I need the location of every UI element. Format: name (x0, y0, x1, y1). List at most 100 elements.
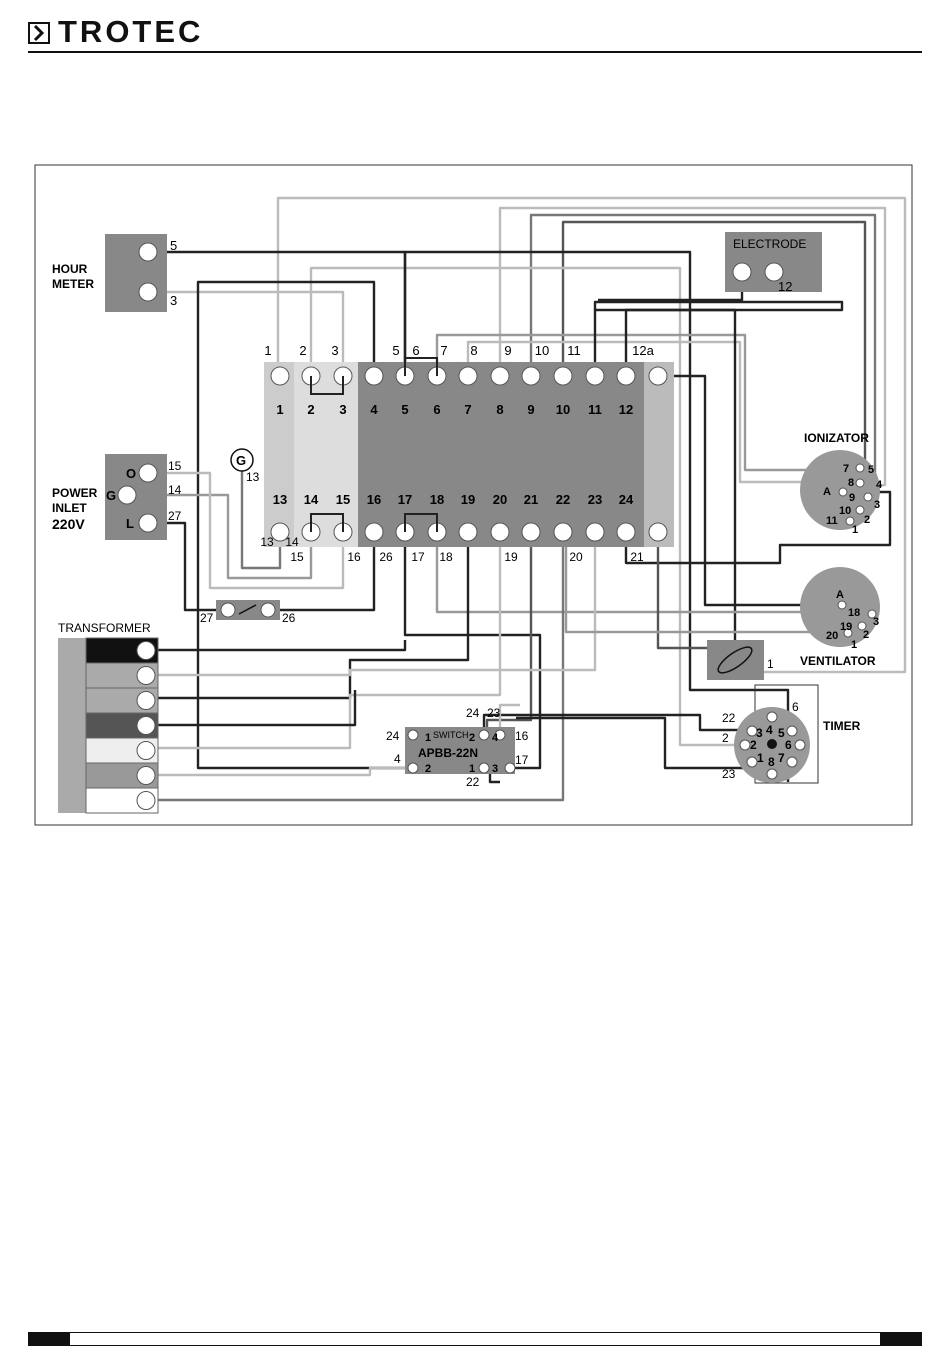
relay-contact-t27 (220, 602, 236, 618)
terminal-top-13 (648, 366, 668, 386)
electrode-terminal-1 (732, 262, 752, 282)
timer-pin-5 (794, 739, 806, 751)
terminal-block-light (294, 362, 358, 547)
terminal-top-label: 5 (392, 343, 399, 358)
switch-p4: 4 (492, 732, 499, 744)
timer-pin-3 (746, 725, 758, 737)
terminal-top-number: 9 (527, 402, 534, 417)
switch-pin-1a (407, 729, 419, 741)
ionizator-pin-label: 3 (874, 499, 880, 511)
terminal-top-12 (616, 366, 636, 386)
ionizator-pin-6 (845, 516, 855, 526)
terminal-bottom-number: 19 (461, 492, 475, 507)
jumper-17-18 (404, 513, 438, 532)
ventilator-pin-label: 18 (848, 607, 860, 619)
terminal-top-1 (270, 366, 290, 386)
terminal-top-number: 3 (339, 402, 346, 417)
power-inlet-label-3: 220V (52, 516, 85, 532)
terminal-block-main (358, 362, 644, 547)
terminal-top-number: 4 (370, 402, 378, 417)
fan-box (707, 640, 764, 680)
electrode-terminal-2 (764, 262, 784, 282)
timer-pin-label: 6 (785, 738, 792, 752)
terminal-top-4 (364, 366, 384, 386)
timer-pin-label: 3 (756, 726, 763, 740)
terminal-bottom-label: 17 (411, 550, 425, 564)
ionizator-pin-label: 11 (826, 515, 838, 527)
timer-label: TIMER (823, 719, 861, 733)
terminal-top-label: 1 (264, 343, 271, 358)
terminal-top-label: 2 (299, 343, 306, 358)
terminal-top-7 (458, 366, 478, 386)
power-inlet-w14: 14 (168, 483, 182, 497)
terminal-bottom-label: 13 (260, 535, 274, 549)
terminal-bottom-number: 15 (336, 492, 350, 507)
switch-p1b: 1 (469, 763, 475, 775)
brand-logo: TROTEC (58, 14, 204, 49)
ionizator-pin-label: 2 (864, 514, 870, 526)
ventilator-pin-label: 2 (863, 629, 869, 641)
terminal-bottom-12 (616, 522, 636, 542)
switch-pin-2a (478, 729, 490, 741)
terminal-bottom-label: 15 (290, 550, 304, 564)
terminal-top-label: 7 (440, 343, 447, 358)
terminal-block-left (264, 362, 294, 547)
timer-pin-label: 4 (766, 723, 773, 737)
ionizator-pin-2 (855, 478, 865, 488)
terminal-top-number: 6 (433, 402, 440, 417)
terminal-top-label: 11 (567, 343, 581, 358)
terminal-top-number: 1 (276, 402, 283, 417)
ionizator-pin-label: 7 (843, 463, 849, 475)
ventilator-pin-label: 20 (826, 630, 838, 642)
switch-w23: 23 (487, 706, 501, 720)
hour-meter-t3: 3 (170, 293, 177, 308)
transformer-tap-terminal-7 (136, 791, 156, 810)
ionizator-pin-label: 4 (876, 479, 883, 491)
terminal-bottom-number: 22 (556, 492, 570, 507)
terminal-top-label: 6 (412, 343, 419, 358)
terminal-bottom-4 (364, 522, 384, 542)
hour-meter-label-1: HOUR (52, 262, 88, 276)
terminal-bottom-label: 26 (379, 550, 393, 564)
timer-pin-label: 2 (750, 738, 757, 752)
footer-bar (28, 1332, 922, 1346)
power-inlet-l: L (126, 516, 134, 531)
header-rule (28, 51, 922, 53)
timer-pin-4 (739, 739, 751, 751)
switch-pin-3 (504, 762, 516, 774)
timer-o22: 22 (722, 711, 736, 725)
timer-pin-label: 7 (778, 751, 785, 765)
fan-num: 1 (767, 657, 774, 671)
relay-n27: 27 (200, 611, 214, 625)
relay-contact-blade (238, 604, 257, 615)
switch-p2: 2 (469, 732, 475, 744)
ventilator-pin-label: 1 (851, 639, 857, 651)
terminal-bottom-label: 19 (504, 550, 518, 564)
terminal-top-label: 12a (632, 343, 654, 358)
terminal-top-9 (521, 366, 541, 386)
ionizator-pin-4 (863, 492, 873, 502)
relay-contact-t26 (260, 602, 276, 618)
switch-model: APBB-22N (418, 746, 478, 760)
terminal-row-top (270, 366, 668, 386)
terminal-block-right (644, 362, 674, 547)
timer-pin-7 (786, 756, 798, 768)
terminal-top-number: 12 (619, 402, 633, 417)
terminal-bottom-number: 20 (493, 492, 507, 507)
timer-pin-label: 8 (768, 755, 775, 769)
terminal-top-11 (585, 366, 605, 386)
ventilator-label: VENTILATOR (800, 654, 876, 668)
terminal-bottom-label: 21 (630, 550, 644, 564)
power-inlet-w27: 27 (168, 509, 182, 523)
ionizator-pin-label: 10 (839, 505, 851, 517)
power-inlet-terminal-l (138, 513, 158, 533)
switch-label: SWITCH (433, 730, 469, 740)
electrode-t12: 12 (778, 279, 792, 294)
switch-pin-2b (407, 762, 419, 774)
terminal-top-number: 8 (496, 402, 503, 417)
transformer-label: TRANSFORMER (58, 621, 151, 635)
ionizator-pin-label: 1 (852, 524, 858, 536)
transformer-tap-terminal-5 (136, 741, 156, 760)
timer-pin-1 (766, 711, 778, 723)
terminal-bottom-number: 23 (588, 492, 602, 507)
